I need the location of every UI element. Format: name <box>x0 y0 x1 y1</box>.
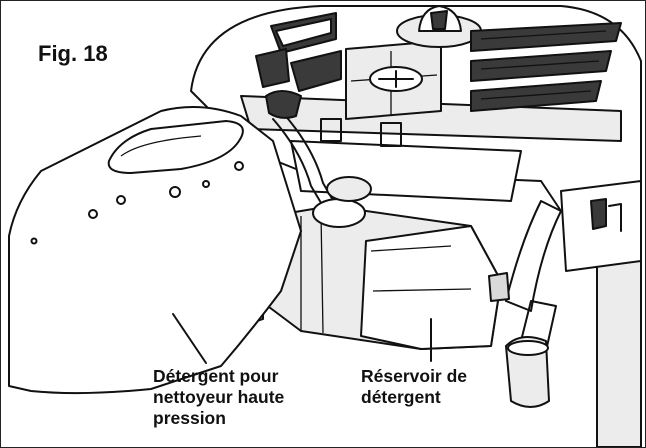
side-switch <box>560 180 642 272</box>
detergent-tank <box>260 205 510 350</box>
callout-tank-line2: détergent <box>361 387 441 407</box>
front-wheel <box>505 336 550 408</box>
tank-cap <box>265 90 372 228</box>
top-knob <box>396 5 482 48</box>
figure-label: Fig. 18 <box>38 41 108 66</box>
callout-detergent: Détergent pour nettoyeur haute pression <box>153 366 373 429</box>
callout-tank-line1: Réservoir de <box>361 366 468 386</box>
leader-lines <box>172 313 432 364</box>
control-panel <box>345 40 442 120</box>
detergent-bottle <box>8 106 302 395</box>
left-vents <box>255 12 342 92</box>
callout-detergent-line1: Détergent pour <box>153 366 279 386</box>
callout-detergent-tank: Réservoir de détergent <box>361 366 561 408</box>
callout-detergent-line2: nettoyeur haute <box>153 387 285 407</box>
callout-detergent-line3: pression <box>153 408 226 428</box>
right-vents <box>470 22 622 112</box>
